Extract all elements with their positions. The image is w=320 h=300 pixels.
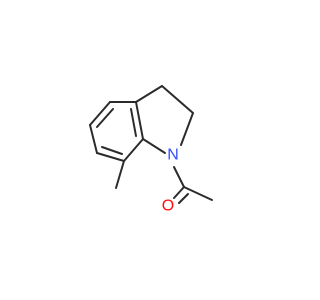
bond-carbonyl-oxygen bbox=[173, 186, 185, 199]
bond-c7-c7a bbox=[123, 138, 144, 162]
bond-c6-c7 bbox=[96, 152, 125, 162]
bond-c5-c6 bbox=[89, 124, 98, 154]
bond-n1-carbonyl bbox=[173, 166, 185, 188]
bond-c7a-c3a-inner bbox=[130, 108, 137, 137]
bond-c7-methyl bbox=[115, 160, 125, 189]
bond-c7a-c3a bbox=[135, 101, 144, 140]
bond-c4-c5-inner bbox=[96, 108, 114, 128]
bond-c3-c2 bbox=[161, 85, 194, 114]
bond-c4-c5 bbox=[89, 101, 111, 126]
bond-c2-n1 bbox=[180, 112, 194, 146]
bond-carbonyl-oxygen-double bbox=[178, 193, 189, 204]
bond-c3a-c3 bbox=[135, 85, 163, 103]
bond-c6-c7-inner bbox=[101, 146, 123, 155]
oxygen-atom-label: O bbox=[162, 198, 174, 215]
molecule-structure: N O bbox=[89, 85, 213, 215]
bond-carbonyl-methyl bbox=[183, 186, 213, 201]
bond-n1-c7a bbox=[142, 138, 166, 154]
nitrogen-atom-label: N bbox=[167, 147, 179, 164]
